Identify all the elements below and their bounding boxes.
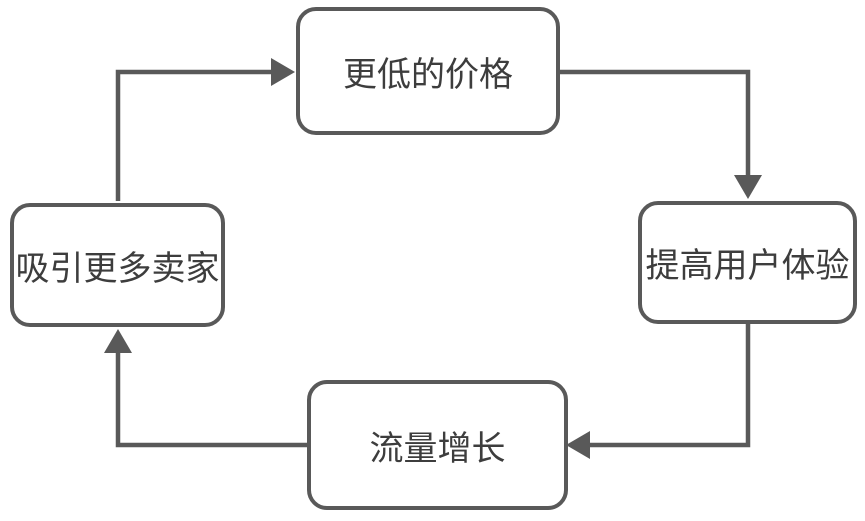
connector-bottom-to-left xyxy=(104,329,307,448)
arrowhead-right-icon xyxy=(271,58,295,86)
arrowhead-down-icon xyxy=(734,175,762,199)
node-improve-user-experience-label: 提高用户体验 xyxy=(645,247,850,285)
node-traffic-growth-label: 流量增长 xyxy=(369,429,506,468)
connector-left-to-top xyxy=(115,58,295,201)
arrowhead-left-icon xyxy=(566,431,590,459)
node-attract-more-sellers-label: 吸引更多卖家 xyxy=(15,249,220,288)
node-traffic-growth: 流量增长 xyxy=(307,380,568,510)
arrowhead-up-icon xyxy=(104,329,132,353)
node-improve-user-experience: 提高用户体验 xyxy=(638,201,857,324)
connector-top-to-right xyxy=(560,69,762,199)
node-attract-more-sellers: 吸引更多卖家 xyxy=(10,203,225,327)
node-lower-price-label: 更低的价格 xyxy=(343,55,513,94)
node-lower-price: 更低的价格 xyxy=(296,7,560,135)
connector-right-to-bottom xyxy=(566,324,751,459)
